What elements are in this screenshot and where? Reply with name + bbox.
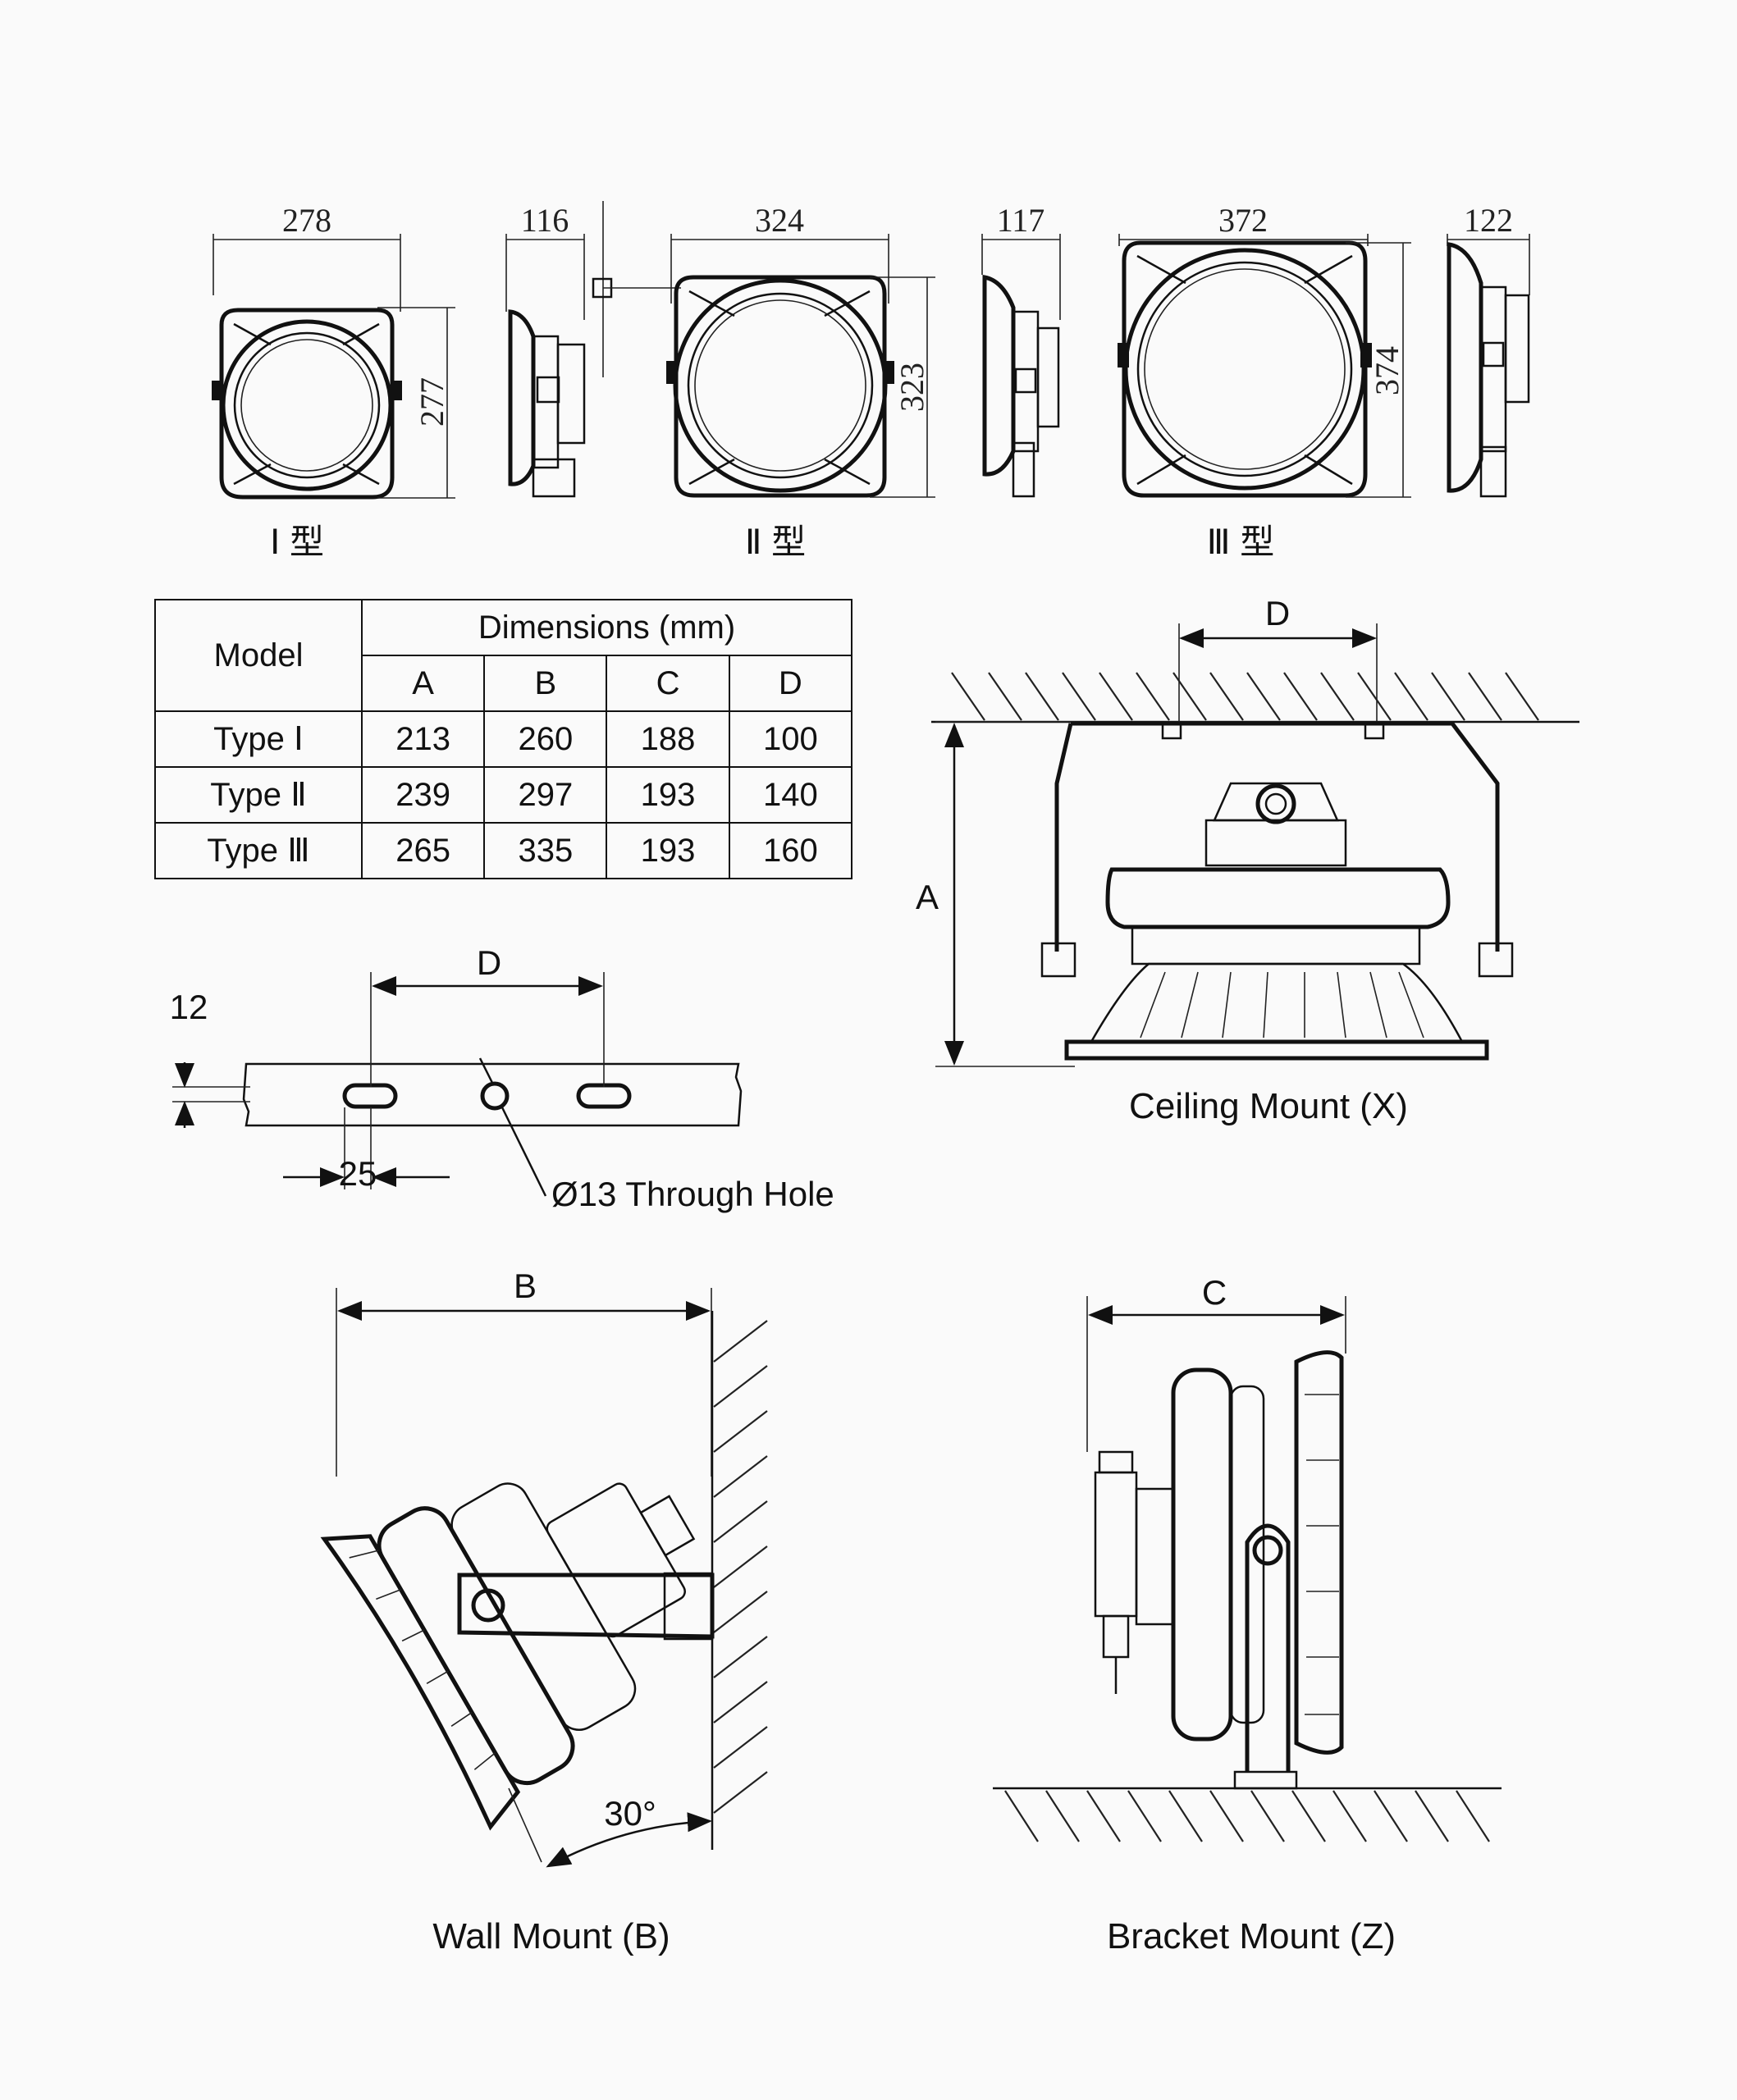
type3-width-dim: 372 <box>1218 202 1268 239</box>
type3-height-dim: 374 <box>1369 346 1406 395</box>
table-cell-model: Type Ⅰ <box>154 710 363 768</box>
bracket-offset-label: 25 <box>339 1154 377 1193</box>
ceiling-a-label: A <box>916 878 939 916</box>
wall-caption: Wall Mount (B) <box>432 1916 670 1956</box>
bracket-hole-note: Ø13 Through Hole <box>551 1175 834 1213</box>
type1-width-dim: 278 <box>282 202 331 239</box>
table-cell-model: Type Ⅲ <box>154 822 363 879</box>
bracket-c-label: C <box>1202 1273 1227 1312</box>
table-cell: 335 <box>483 822 608 879</box>
type2-side-view: 117 <box>981 202 1061 498</box>
type1-front-view: 278 277 Ⅰ 型 <box>212 202 455 561</box>
bracket-thickness-label: 12 <box>170 988 208 1026</box>
ceiling-caption: Ceiling Mount (X) <box>1129 1086 1408 1126</box>
table-cell-model: Type Ⅱ <box>154 766 363 824</box>
wall-mount-diagram: B 30° Wall Mount (B) <box>320 1267 768 1956</box>
table-row: Type Ⅱ 239 297 193 140 <box>154 766 853 824</box>
table-row: Type Ⅰ 213 260 188 100 <box>154 710 853 768</box>
type3-side-view: 122 <box>1447 202 1530 498</box>
bracket-mount-caption: Bracket Mount (Z) <box>1107 1916 1396 1956</box>
table-cell: 260 <box>483 710 608 768</box>
type2-width-dim: 324 <box>755 202 804 239</box>
type1-depth-dim: 116 <box>521 202 569 239</box>
table-cell: 297 <box>483 766 608 824</box>
table-header-dimensions: Dimensions (mm) <box>361 599 853 656</box>
type3-depth-dim: 122 <box>1464 202 1513 239</box>
type1-side-view: 116 <box>505 201 681 498</box>
type2-height-dim: 323 <box>894 363 930 412</box>
table-cell: 188 <box>606 710 730 768</box>
type2-depth-dim: 117 <box>997 202 1045 239</box>
table-row: Type Ⅲ 265 335 193 160 <box>154 822 853 879</box>
ceiling-hatch <box>951 672 1539 721</box>
wall-angle-label: 30° <box>604 1794 656 1833</box>
table-cell: 193 <box>606 766 730 824</box>
type3-front-view: 372 374 Ⅲ 型 <box>1118 202 1411 561</box>
type1-height-dim: 277 <box>414 377 450 427</box>
type2-label: Ⅱ 型 <box>745 523 806 561</box>
table-cell: 140 <box>728 766 853 824</box>
type3-label: Ⅲ 型 <box>1207 523 1275 561</box>
table-cell: 100 <box>728 710 853 768</box>
table-cell: 160 <box>728 822 853 879</box>
type2-front-view: 324 323 Ⅱ 型 <box>666 202 935 561</box>
type1-label: Ⅰ 型 <box>270 523 324 561</box>
ceiling-d-label: D <box>1265 594 1290 632</box>
table-col-b: B <box>483 655 608 712</box>
table-column-headers: A B C D <box>155 655 853 712</box>
table-cell: 213 <box>360 710 486 768</box>
dimensions-table: Model Dimensions (mm) A B C D Type Ⅰ 213… <box>154 599 853 879</box>
bracket-mount-diagram: C Bracket Mount (Z) <box>993 1273 1502 1956</box>
wall-b-label: B <box>514 1267 537 1305</box>
table-col-a: A <box>360 655 486 712</box>
bracket-d-label: D <box>477 943 501 982</box>
table-col-d: D <box>728 655 853 712</box>
wall-hatch <box>713 1320 768 1814</box>
table-header-model: Model <box>154 599 363 712</box>
bracket-detail-diagram: 12 D 25 Ø13 Through Hole <box>170 943 834 1213</box>
table-cell: 265 <box>360 822 486 879</box>
table-col-c: C <box>606 655 730 712</box>
table-cell: 193 <box>606 822 730 879</box>
ceiling-mount-diagram: D A Ceiling Mount (X) <box>916 594 1579 1126</box>
table-cell: 239 <box>360 766 486 824</box>
floor-hatch <box>1004 1790 1490 1842</box>
